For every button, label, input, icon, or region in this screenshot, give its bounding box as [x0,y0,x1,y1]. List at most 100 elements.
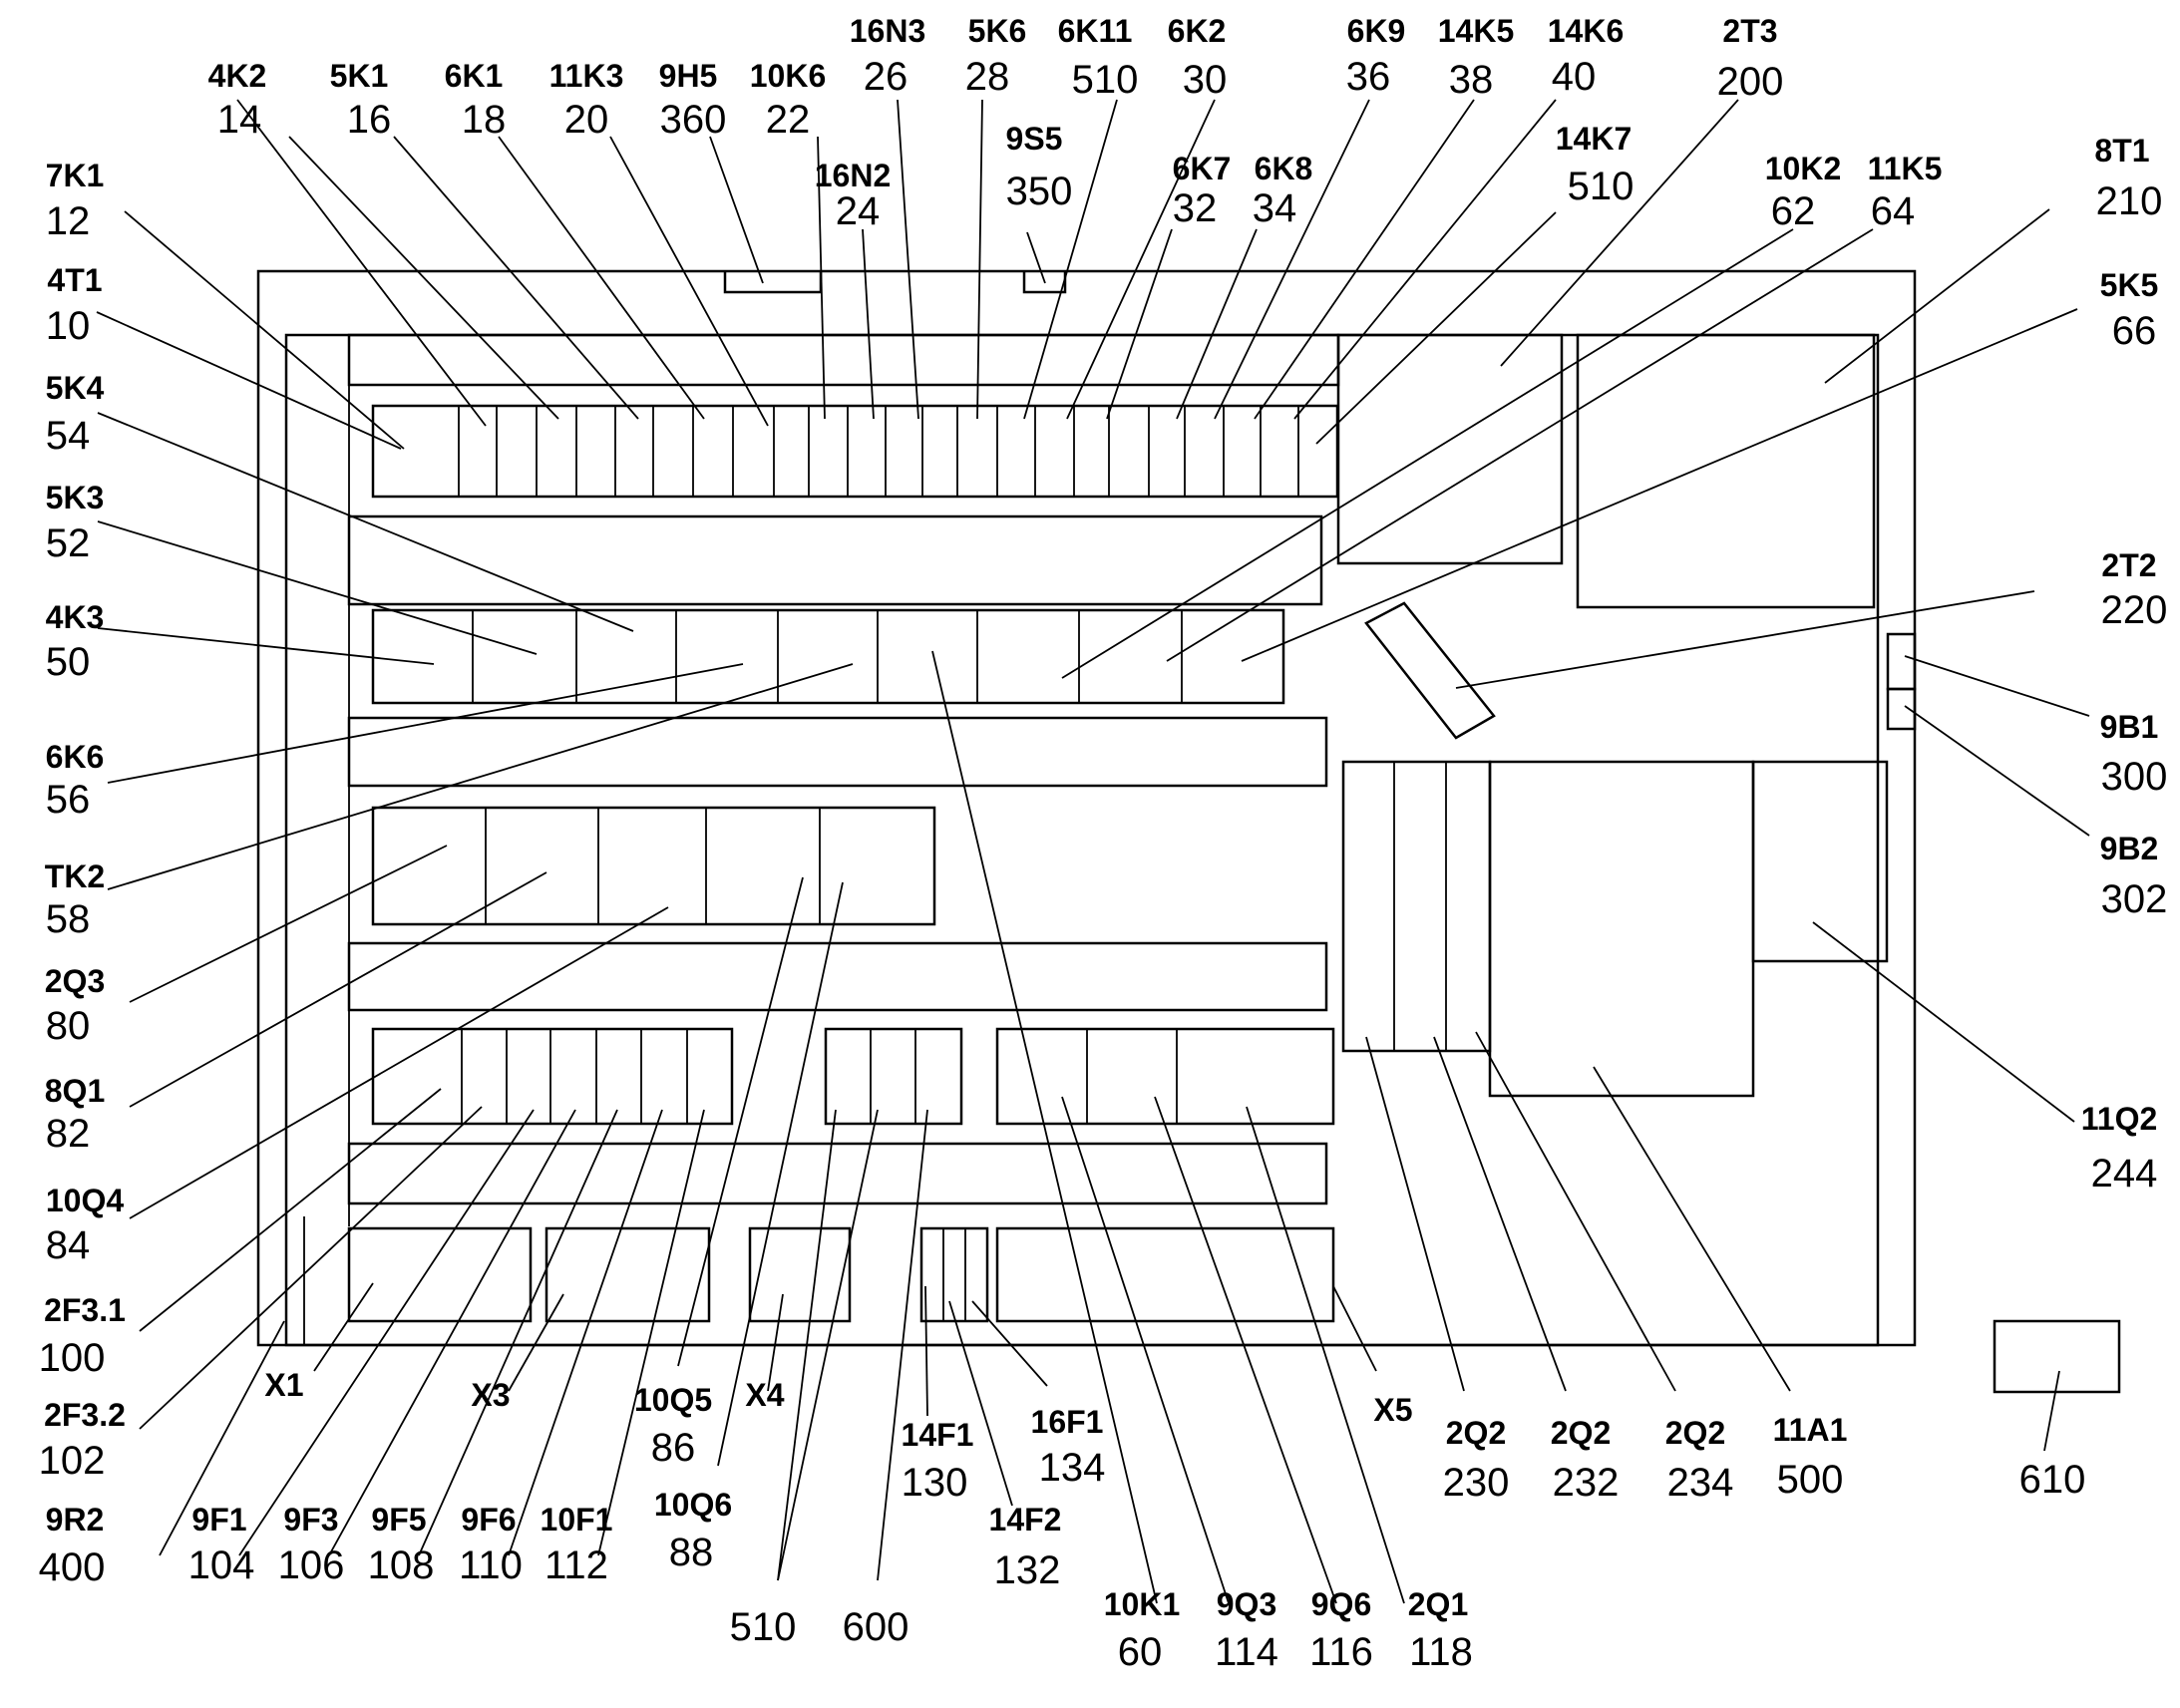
svg-text:9F1: 9F1 [191,1502,246,1537]
svg-text:4K2: 4K2 [208,58,267,94]
svg-text:232: 232 [1553,1461,1620,1505]
top-notch-9h5 [723,271,823,294]
terminal-x4 [748,1226,852,1323]
svg-text:34: 34 [1253,186,1297,230]
svg-text:6K6: 6K6 [46,739,105,775]
label-X4: X4 [745,1377,784,1413]
svg-text:14K6: 14K6 [1548,13,1625,49]
duct-1 [347,333,1340,387]
svg-text:10: 10 [46,304,91,348]
svg-text:2Q2: 2Q2 [1446,1415,1506,1451]
svg-text:64: 64 [1871,189,1916,233]
svg-text:56: 56 [46,778,91,822]
svg-text:4T1: 4T1 [47,262,102,298]
relay-row-top [371,404,1339,499]
svg-text:7K1: 7K1 [46,158,105,193]
terminal-x5 [995,1226,1335,1323]
duct-5 [347,1142,1328,1205]
svg-text:2Q3: 2Q3 [45,963,105,999]
svg-text:360: 360 [660,98,727,142]
svg-text:234: 234 [1667,1461,1734,1505]
svg-text:300: 300 [2101,755,2168,799]
svg-text:12: 12 [46,199,91,243]
svg-text:8Q1: 8Q1 [45,1073,105,1109]
svg-text:14K7: 14K7 [1556,121,1633,157]
svg-text:9R2: 9R2 [46,1502,105,1537]
svg-text:220: 220 [2101,588,2168,632]
terminal-16f [919,1226,989,1323]
svg-text:2Q2: 2Q2 [1551,1415,1611,1451]
breaker-11q2 [1751,760,1889,963]
svg-text:11K3: 11K3 [549,58,624,94]
svg-text:88: 88 [669,1531,714,1574]
transformer-8t1 [1576,333,1876,609]
svg-text:108: 108 [368,1543,435,1587]
svg-text:14F1: 14F1 [902,1417,974,1453]
svg-text:110: 110 [459,1543,523,1587]
svg-text:350: 350 [1006,170,1073,213]
svg-text:200: 200 [1717,60,1784,104]
svg-text:610: 610 [2019,1458,2086,1502]
svg-text:9F3: 9F3 [283,1502,338,1537]
svg-text:9H5: 9H5 [659,58,718,94]
breaker-group-2 [995,1027,1335,1126]
svg-text:X5: X5 [1373,1392,1412,1428]
fuse-group-2 [824,1027,963,1126]
svg-text:230: 230 [1443,1461,1510,1505]
svg-text:116: 116 [1309,1630,1373,1674]
svg-text:510: 510 [1568,165,1635,208]
transformer-2t3 [1336,333,1564,565]
svg-text:84: 84 [46,1223,91,1267]
svg-text:20: 20 [564,98,609,142]
external-box-610 [1993,1319,2121,1394]
module-11a1 [1488,760,1755,1098]
fuse-group-1-dividers [461,1029,688,1124]
svg-text:62: 62 [1771,189,1816,233]
label-X3: X3 [471,1377,510,1413]
svg-text:100: 100 [39,1336,106,1380]
svg-text:80: 80 [46,1004,91,1048]
relay-row-middle-dividers [472,610,1183,703]
disconnect-2q2-group [1341,760,1492,1053]
relay-row-top-dividers [458,406,1299,497]
svg-text:18: 18 [462,98,507,142]
svg-text:9Q3: 9Q3 [1217,1586,1276,1622]
svg-text:6K2: 6K2 [1168,13,1227,49]
svg-text:510: 510 [1072,58,1139,102]
svg-text:6K1: 6K1 [445,58,504,94]
svg-text:82: 82 [46,1112,91,1156]
duct-3 [347,716,1328,788]
